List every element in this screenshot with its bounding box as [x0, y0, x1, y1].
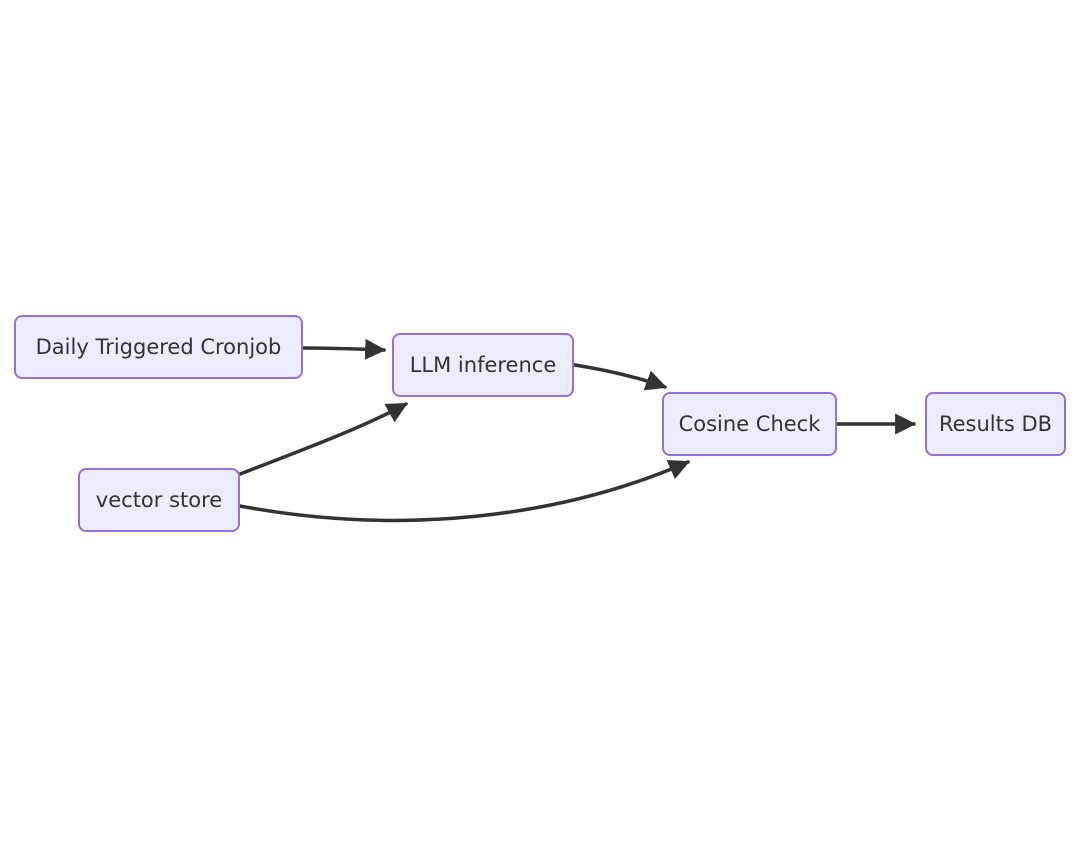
node-results-db-label: Results DB	[938, 412, 1053, 436]
node-cosine-check-label: Cosine Check	[678, 412, 821, 436]
node-vector-store: vector store	[78, 468, 240, 532]
node-llm-inference: LLM inference	[392, 333, 574, 397]
edge-vector-to-cosine	[238, 459, 690, 523]
node-daily-triggered-cronjob-label: Daily Triggered Cronjob	[35, 335, 282, 359]
node-results-db: Results DB	[925, 392, 1066, 456]
node-daily-triggered-cronjob: Daily Triggered Cronjob	[14, 315, 303, 379]
node-cosine-check: Cosine Check	[662, 392, 837, 456]
edge-cronjob-to-llm	[301, 338, 387, 360]
edge-llm-to-cosine	[573, 363, 667, 391]
node-llm-inference-label: LLM inference	[409, 353, 557, 377]
node-vector-store-label: vector store	[95, 488, 223, 512]
edge-vector-to-llm	[238, 402, 408, 476]
